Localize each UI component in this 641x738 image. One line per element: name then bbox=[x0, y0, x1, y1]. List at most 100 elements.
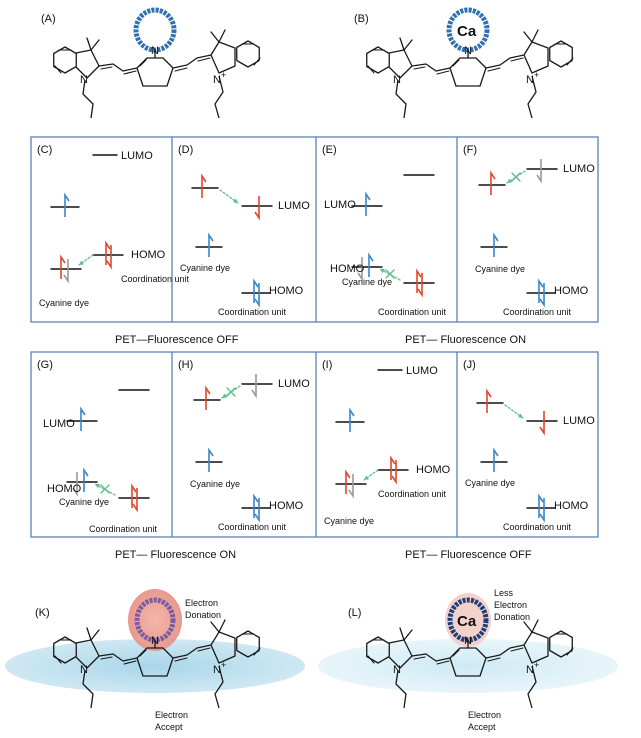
plus-charge: + bbox=[534, 70, 539, 80]
panel-j: LUMO Cyanine dye HOMO Coordination unit bbox=[465, 388, 595, 532]
n-atom-right: N bbox=[526, 664, 534, 676]
electron-up-arrow bbox=[253, 493, 259, 518]
propyl-chain-left bbox=[395, 79, 407, 119]
label-g: (G) bbox=[37, 359, 53, 371]
cyanine-dye-label: Cyanine dye bbox=[39, 298, 89, 308]
double-bond bbox=[487, 657, 501, 662]
methyl-bond bbox=[399, 37, 405, 51]
label-k: (K) bbox=[35, 607, 50, 619]
cyanine-dye-label: Cyanine dye bbox=[342, 277, 392, 287]
label-c: (C) bbox=[37, 144, 52, 156]
electron-down-arrow bbox=[357, 257, 363, 282]
n-atom-left: N bbox=[393, 664, 401, 676]
calcium-ion: Ca bbox=[457, 23, 477, 40]
double-bond bbox=[436, 660, 450, 665]
label-a: (A) bbox=[41, 13, 56, 25]
aromatic-bond bbox=[566, 647, 574, 656]
label-f: (F) bbox=[463, 144, 477, 156]
double-bond bbox=[487, 67, 501, 72]
methyl-bond bbox=[523, 31, 533, 43]
methine-chain-right bbox=[485, 54, 525, 69]
double-bond bbox=[452, 59, 460, 67]
electron-down-arrow bbox=[251, 374, 257, 399]
double-bond bbox=[510, 57, 524, 62]
cyanine-dye-label: Cyanine dye bbox=[465, 478, 515, 488]
arrow-head bbox=[222, 393, 227, 398]
donation-line-1: Less bbox=[494, 588, 514, 598]
coordination-unit-label: Coordination unit bbox=[503, 522, 572, 532]
arrow-head bbox=[518, 413, 523, 418]
panel-e: LUMO HOMO Cyanine dye Coordination unit bbox=[324, 174, 447, 317]
arrow-head bbox=[507, 178, 512, 183]
pyrrole-ring-right bbox=[210, 631, 236, 664]
donation-line-2: Donation bbox=[185, 610, 221, 620]
panel-frames bbox=[30, 136, 599, 538]
electron-up-arrow bbox=[490, 170, 496, 195]
n-atom-left: N bbox=[80, 74, 88, 86]
n-atom-center: N bbox=[464, 635, 472, 647]
double-bond bbox=[123, 70, 137, 75]
panel-f: LUMO Cyanine dye HOMO Coordination unit bbox=[475, 159, 595, 317]
electron-up-arrow bbox=[493, 447, 499, 472]
electron-up-arrow bbox=[345, 469, 351, 494]
cyanine-skeleton bbox=[366, 619, 574, 709]
blocked-mark bbox=[100, 484, 110, 494]
n-atom-right: N bbox=[213, 74, 221, 86]
cyanine-skeleton bbox=[366, 29, 574, 119]
coordination-unit-label: Coordination unit bbox=[378, 307, 447, 317]
panel-h: LUMO Cyanine dye HOMO Coordination unit bbox=[190, 374, 310, 532]
double-bond bbox=[510, 647, 524, 652]
methyl-bond bbox=[523, 621, 533, 633]
n-atom-center: N bbox=[151, 45, 159, 57]
electron-down-arrow bbox=[539, 283, 545, 308]
aromatic-bond bbox=[54, 655, 62, 664]
methyl-bond bbox=[90, 39, 100, 51]
methyl-bond bbox=[218, 29, 226, 43]
electron-up-arrow bbox=[368, 252, 374, 277]
cyanine-dye-label: Cyanine dye bbox=[180, 263, 230, 273]
blocked-mark bbox=[226, 387, 236, 397]
crown-ether-ring bbox=[133, 7, 177, 53]
propyl-chain-left bbox=[395, 669, 407, 709]
double-bond bbox=[100, 66, 113, 70]
benzene-ring-right bbox=[549, 40, 573, 68]
double-bond bbox=[436, 70, 450, 75]
double-bond bbox=[197, 647, 211, 652]
electron-up-arrow bbox=[131, 483, 137, 508]
methyl-bond bbox=[218, 619, 226, 633]
homo-label: HOMO bbox=[131, 249, 166, 261]
blocked-mark bbox=[385, 269, 395, 279]
benzene-ring-right bbox=[236, 40, 260, 68]
propyl-chain-right bbox=[214, 665, 224, 709]
label-e: (E) bbox=[322, 144, 337, 156]
electron-up-arrow bbox=[105, 240, 111, 265]
methyl-bond bbox=[86, 627, 92, 641]
homo-label: HOMO bbox=[269, 500, 304, 512]
accept-line-2: Accept bbox=[468, 722, 496, 732]
aromatic-bond bbox=[253, 57, 261, 66]
electron-up-arrow bbox=[365, 191, 371, 216]
label-i: (I) bbox=[322, 359, 332, 371]
aromatic-bond bbox=[566, 57, 574, 66]
electron-up-arrow bbox=[208, 447, 214, 472]
n-atom-right: N bbox=[213, 664, 221, 676]
aromatic-bond bbox=[367, 655, 375, 664]
homo-label: HOMO bbox=[554, 285, 589, 297]
lumo-label: LUMO bbox=[278, 200, 310, 212]
electron-down-arrow bbox=[536, 159, 542, 184]
structure-a: (A) N N N + bbox=[41, 7, 261, 119]
electron-up-arrow bbox=[349, 407, 355, 432]
panel-c: LUMO HOMO Coordination unit Cyanine dye bbox=[39, 150, 190, 308]
electron-up-arrow bbox=[390, 455, 396, 480]
coordination-unit-label: Coordination unit bbox=[89, 524, 158, 534]
electron-down-arrow bbox=[348, 474, 354, 499]
homo-label: HOMO bbox=[554, 500, 589, 512]
n-atom-center: N bbox=[151, 635, 159, 647]
electron-down-arrow bbox=[72, 472, 78, 497]
arrow-head bbox=[364, 475, 369, 480]
electron-down-arrow bbox=[539, 498, 545, 523]
electron-up-arrow bbox=[486, 388, 492, 413]
electron-down-arrow bbox=[132, 488, 138, 513]
label-j: (J) bbox=[463, 359, 476, 371]
